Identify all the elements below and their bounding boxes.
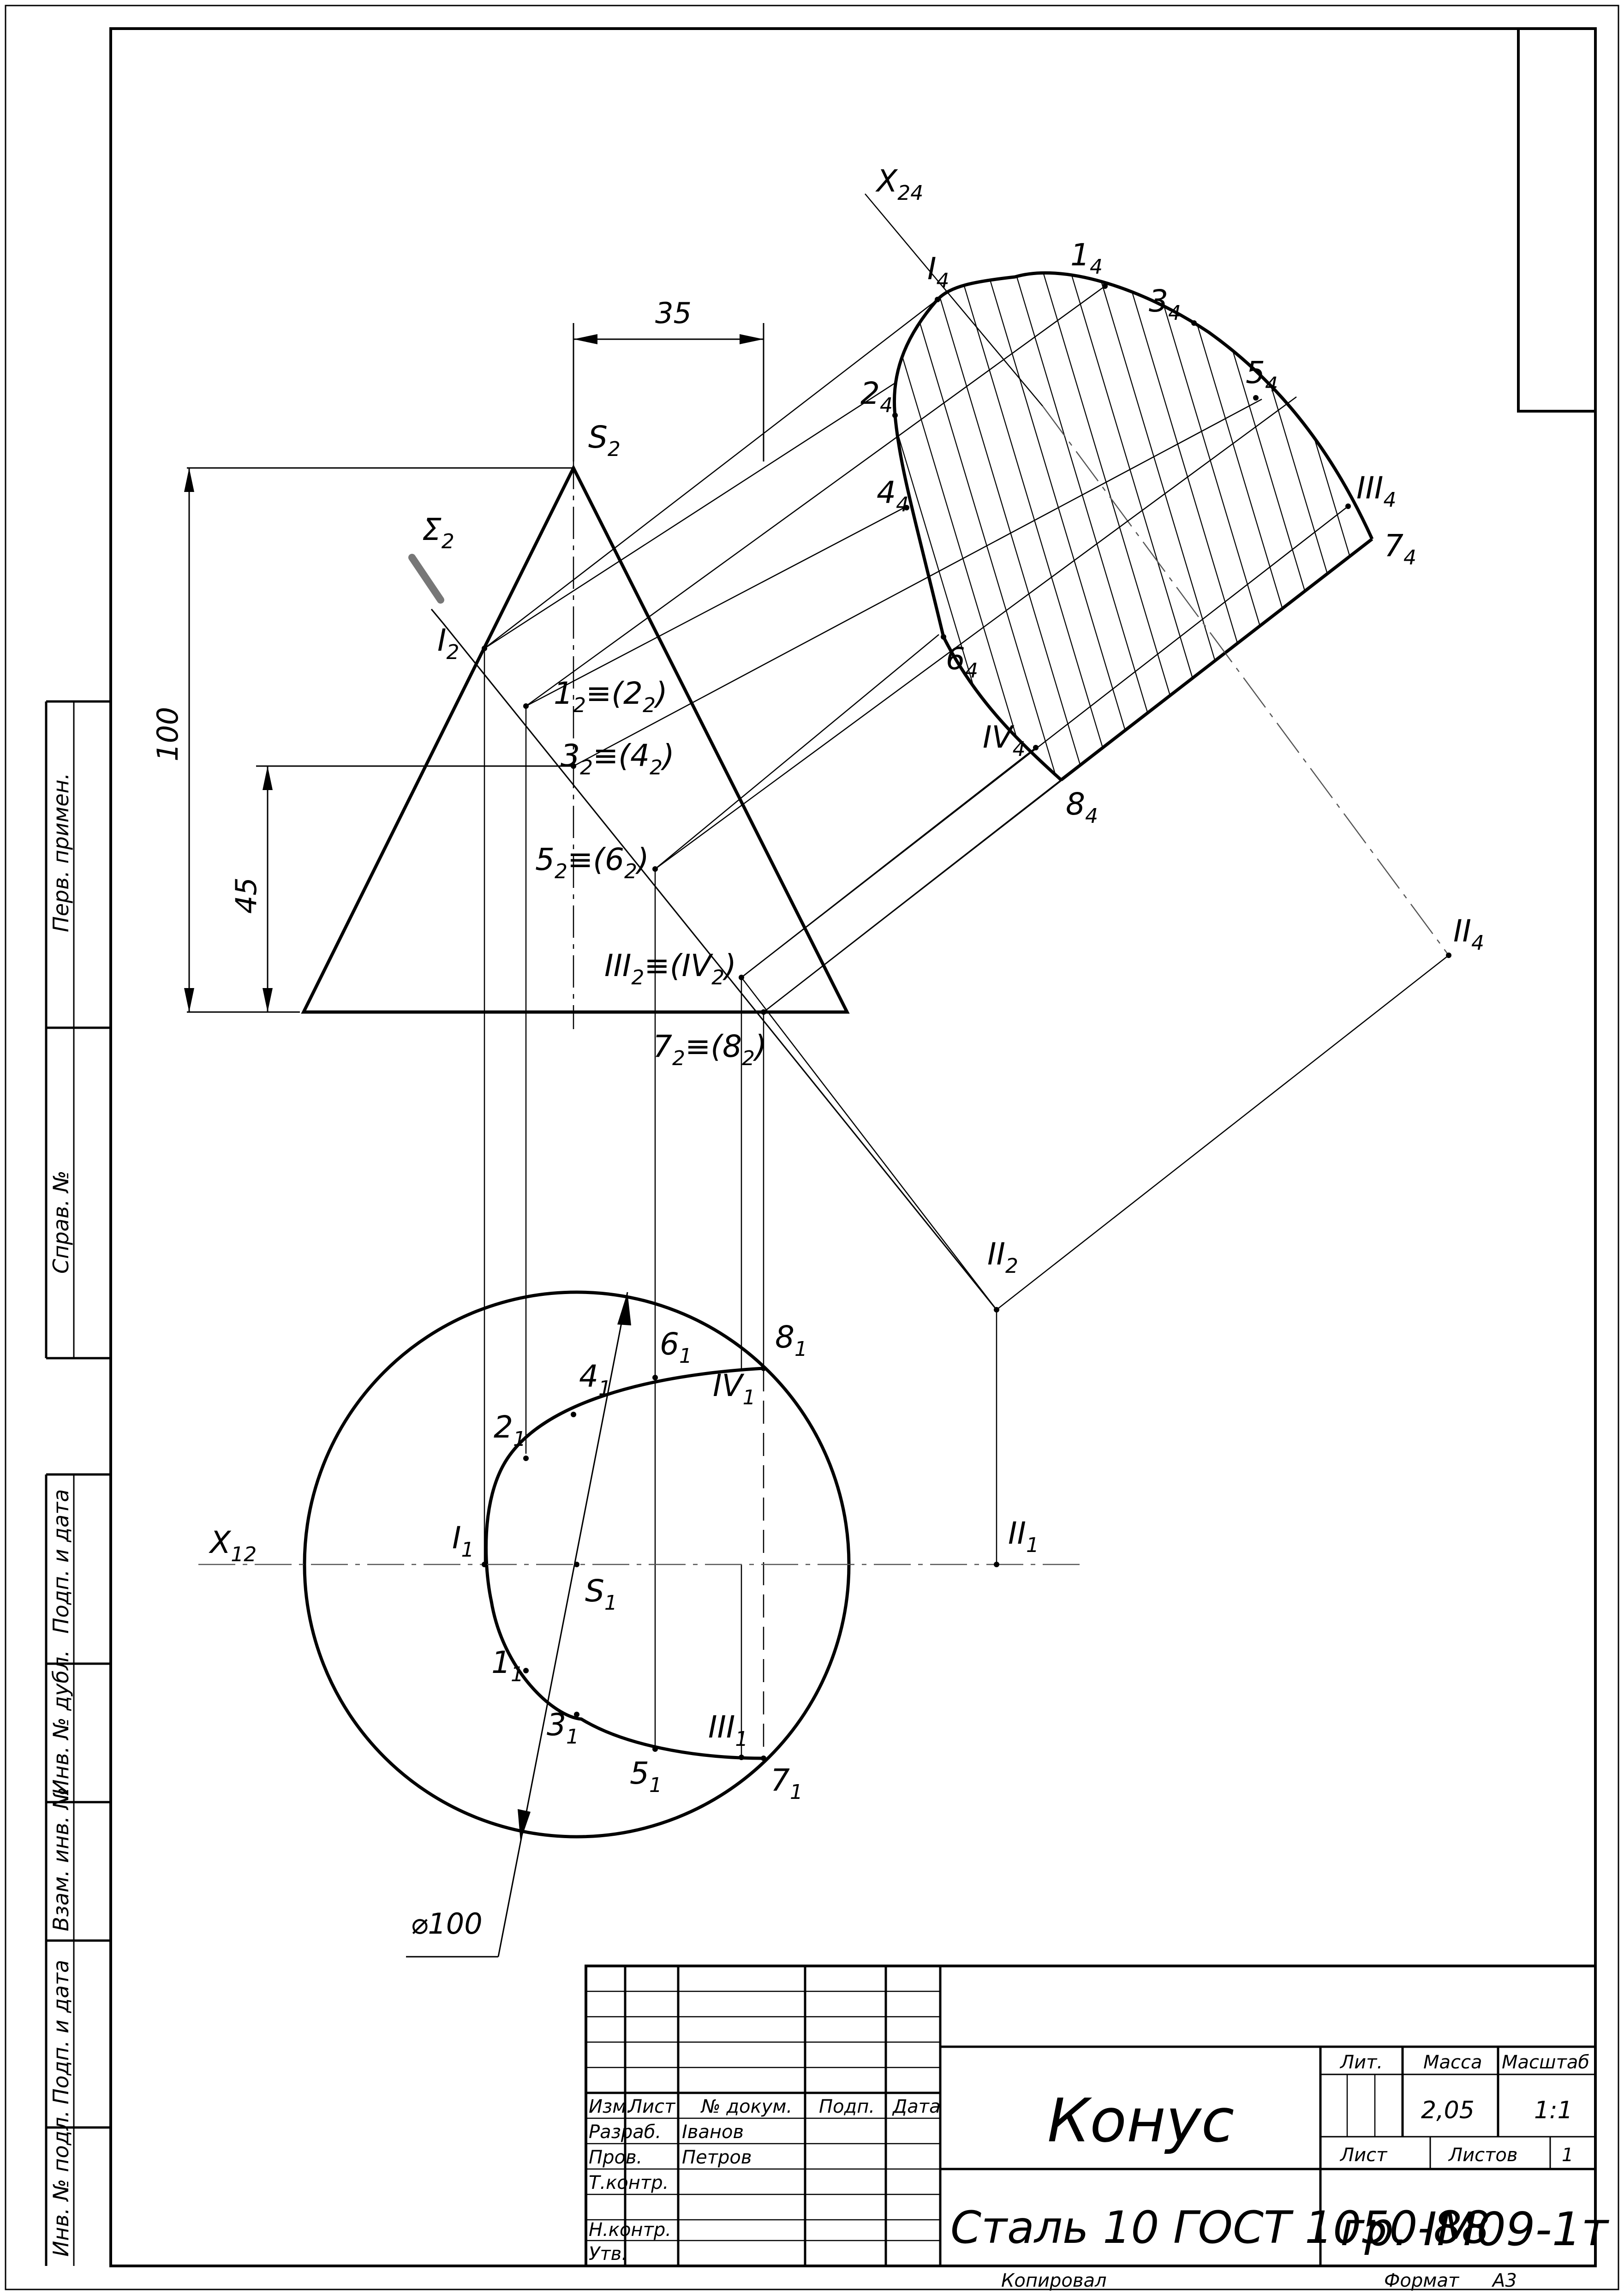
tb-massa: Масса bbox=[1423, 2052, 1482, 2073]
tb-no-dokum: № докум. bbox=[700, 2096, 792, 2117]
title-block bbox=[585, 1965, 1597, 2267]
tb-izm: Изм. bbox=[589, 2096, 632, 2117]
label-4-1: 41 bbox=[579, 1359, 611, 1400]
tb-material: Сталь 10 ГОСТ 1050-88 bbox=[950, 2202, 1490, 2253]
tb-masshtab: Масштаб bbox=[1502, 2052, 1589, 2073]
label-1-4: 14 bbox=[1070, 237, 1103, 279]
label-7-1: 71 bbox=[770, 1762, 803, 1804]
projection-lines-view4 bbox=[484, 285, 1449, 1310]
drawing-frame bbox=[5, 5, 1619, 2290]
tb-group: гр. ІМ09-1т bbox=[1340, 2202, 1609, 2256]
tb-format-val: А3 bbox=[1491, 2270, 1517, 2291]
side-label-perv-primen: Перв. примен. bbox=[48, 773, 73, 932]
cone-front-view bbox=[301, 457, 850, 1029]
drawing-labels: X24 X12 Σ2 S2 S1 I2 12≡(22) 32≡(42) 52≡(… bbox=[209, 163, 1484, 1804]
tb-listov-val: 1 bbox=[1562, 2145, 1573, 2166]
tb-data: Дата bbox=[892, 2096, 941, 2117]
label-II-4: II4 bbox=[1453, 913, 1484, 955]
dim-diameter: ⌀100 bbox=[411, 1907, 483, 1941]
side-label-sprav-no: Справ. № bbox=[48, 1170, 73, 1274]
tb-lit: Лит. bbox=[1339, 2052, 1383, 2073]
tb-masshtab-val: 1:1 bbox=[1534, 2097, 1573, 2124]
side-label-podp-data-1: Подп. и дата bbox=[48, 1489, 73, 1634]
section-outline bbox=[893, 271, 1374, 781]
side-label-inv-dubl: Инв. № дубл. bbox=[48, 1650, 73, 1795]
tb-format-label: Формат bbox=[1384, 2270, 1460, 2291]
label-IV-1: IV1 bbox=[713, 1368, 756, 1409]
label-x24: X24 bbox=[875, 163, 923, 205]
tb-prov: Пров. bbox=[589, 2147, 642, 2168]
cutting-plane-sigma bbox=[408, 554, 997, 1310]
dim-45: 45 bbox=[229, 877, 263, 914]
side-label-podp-data-2: Подп. и дата bbox=[48, 1960, 73, 2104]
label-I-4: I4 bbox=[927, 251, 949, 293]
label-II-1: II1 bbox=[1008, 1516, 1039, 1557]
label-3-4: 34 bbox=[1149, 283, 1181, 325]
dimension-arrows bbox=[184, 334, 764, 1012]
label-8-1: 81 bbox=[775, 1319, 807, 1361]
tb-kopiroval: Копировал bbox=[1001, 2270, 1107, 2291]
tb-utv: Утв. bbox=[589, 2243, 627, 2265]
label-6-4: 64 bbox=[946, 641, 978, 683]
tb-massa-val: 2,05 bbox=[1421, 2097, 1475, 2124]
side-panel bbox=[45, 700, 111, 2266]
label-4-4: 44 bbox=[877, 475, 909, 516]
label-2-1: 21 bbox=[494, 1409, 526, 1451]
tb-podp: Подп. bbox=[819, 2096, 875, 2117]
side-label-vzam-inv: Взам. инв. № bbox=[48, 1787, 73, 1931]
projection-lines-vertical bbox=[484, 648, 997, 1758]
tb-list-label: Лист bbox=[1339, 2145, 1388, 2166]
label-1-2: 12≡(22) bbox=[554, 676, 668, 717]
label-5-1: 51 bbox=[630, 1756, 662, 1797]
label-IV-4: IV4 bbox=[983, 719, 1026, 761]
label-III-2: III2≡(IV2) bbox=[604, 948, 736, 989]
label-I-1: I1 bbox=[452, 1520, 474, 1562]
tb-list: Лист bbox=[627, 2096, 676, 2117]
label-II-2: II2 bbox=[987, 1236, 1018, 1278]
label-S1: S1 bbox=[585, 1573, 617, 1615]
label-2-4: 24 bbox=[860, 376, 893, 417]
label-5-4: 54 bbox=[1246, 355, 1278, 396]
construction-points bbox=[482, 283, 1451, 1761]
label-3-2: 32≡(42) bbox=[561, 738, 675, 779]
cone-top-view bbox=[198, 1290, 1080, 1958]
tb-prov-name: Петров bbox=[682, 2147, 752, 2168]
label-3-1: 31 bbox=[547, 1707, 579, 1749]
label-I2: I2 bbox=[437, 623, 459, 664]
label-6-1: 61 bbox=[660, 1326, 692, 1368]
tb-listov-label: Листов bbox=[1448, 2145, 1517, 2166]
tb-n-kontr: Н.контр. bbox=[589, 2219, 671, 2241]
label-8-4: 84 bbox=[1066, 786, 1098, 828]
label-7-4: 74 bbox=[1384, 528, 1416, 569]
side-panel-labels: Перв. примен. Справ. № Подп. и дата Инв.… bbox=[48, 773, 73, 2257]
label-5-2: 52≡(62) bbox=[535, 842, 649, 883]
label-III-4: III4 bbox=[1356, 470, 1396, 512]
dim-35: 35 bbox=[655, 296, 692, 330]
label-x12: X12 bbox=[209, 1525, 257, 1566]
tb-razrab-name: Іванов bbox=[682, 2121, 744, 2143]
dimension-lines bbox=[187, 323, 764, 1013]
label-S2: S2 bbox=[588, 419, 621, 461]
tb-t-kontr: Т.контр. bbox=[589, 2172, 669, 2193]
dim-100: 100 bbox=[151, 707, 185, 761]
label-sigma: Σ2 bbox=[422, 512, 454, 553]
tb-razrab: Разраб. bbox=[589, 2121, 661, 2143]
title-block-text: Изм. Лист № докум. Подп. Дата Разраб. Ів… bbox=[589, 2052, 1609, 2291]
axis-x24 bbox=[865, 193, 1450, 956]
side-label-inv-podl: Инв. № подл. bbox=[48, 2110, 73, 2257]
label-III-1: III1 bbox=[708, 1709, 748, 1751]
label-7-2: 72≡(82) bbox=[653, 1029, 767, 1070]
tb-title: Конус bbox=[1047, 2085, 1234, 2156]
label-1-1: 11 bbox=[491, 1645, 524, 1686]
dimension-texts: 35 100 45 ⌀100 bbox=[151, 296, 692, 1941]
